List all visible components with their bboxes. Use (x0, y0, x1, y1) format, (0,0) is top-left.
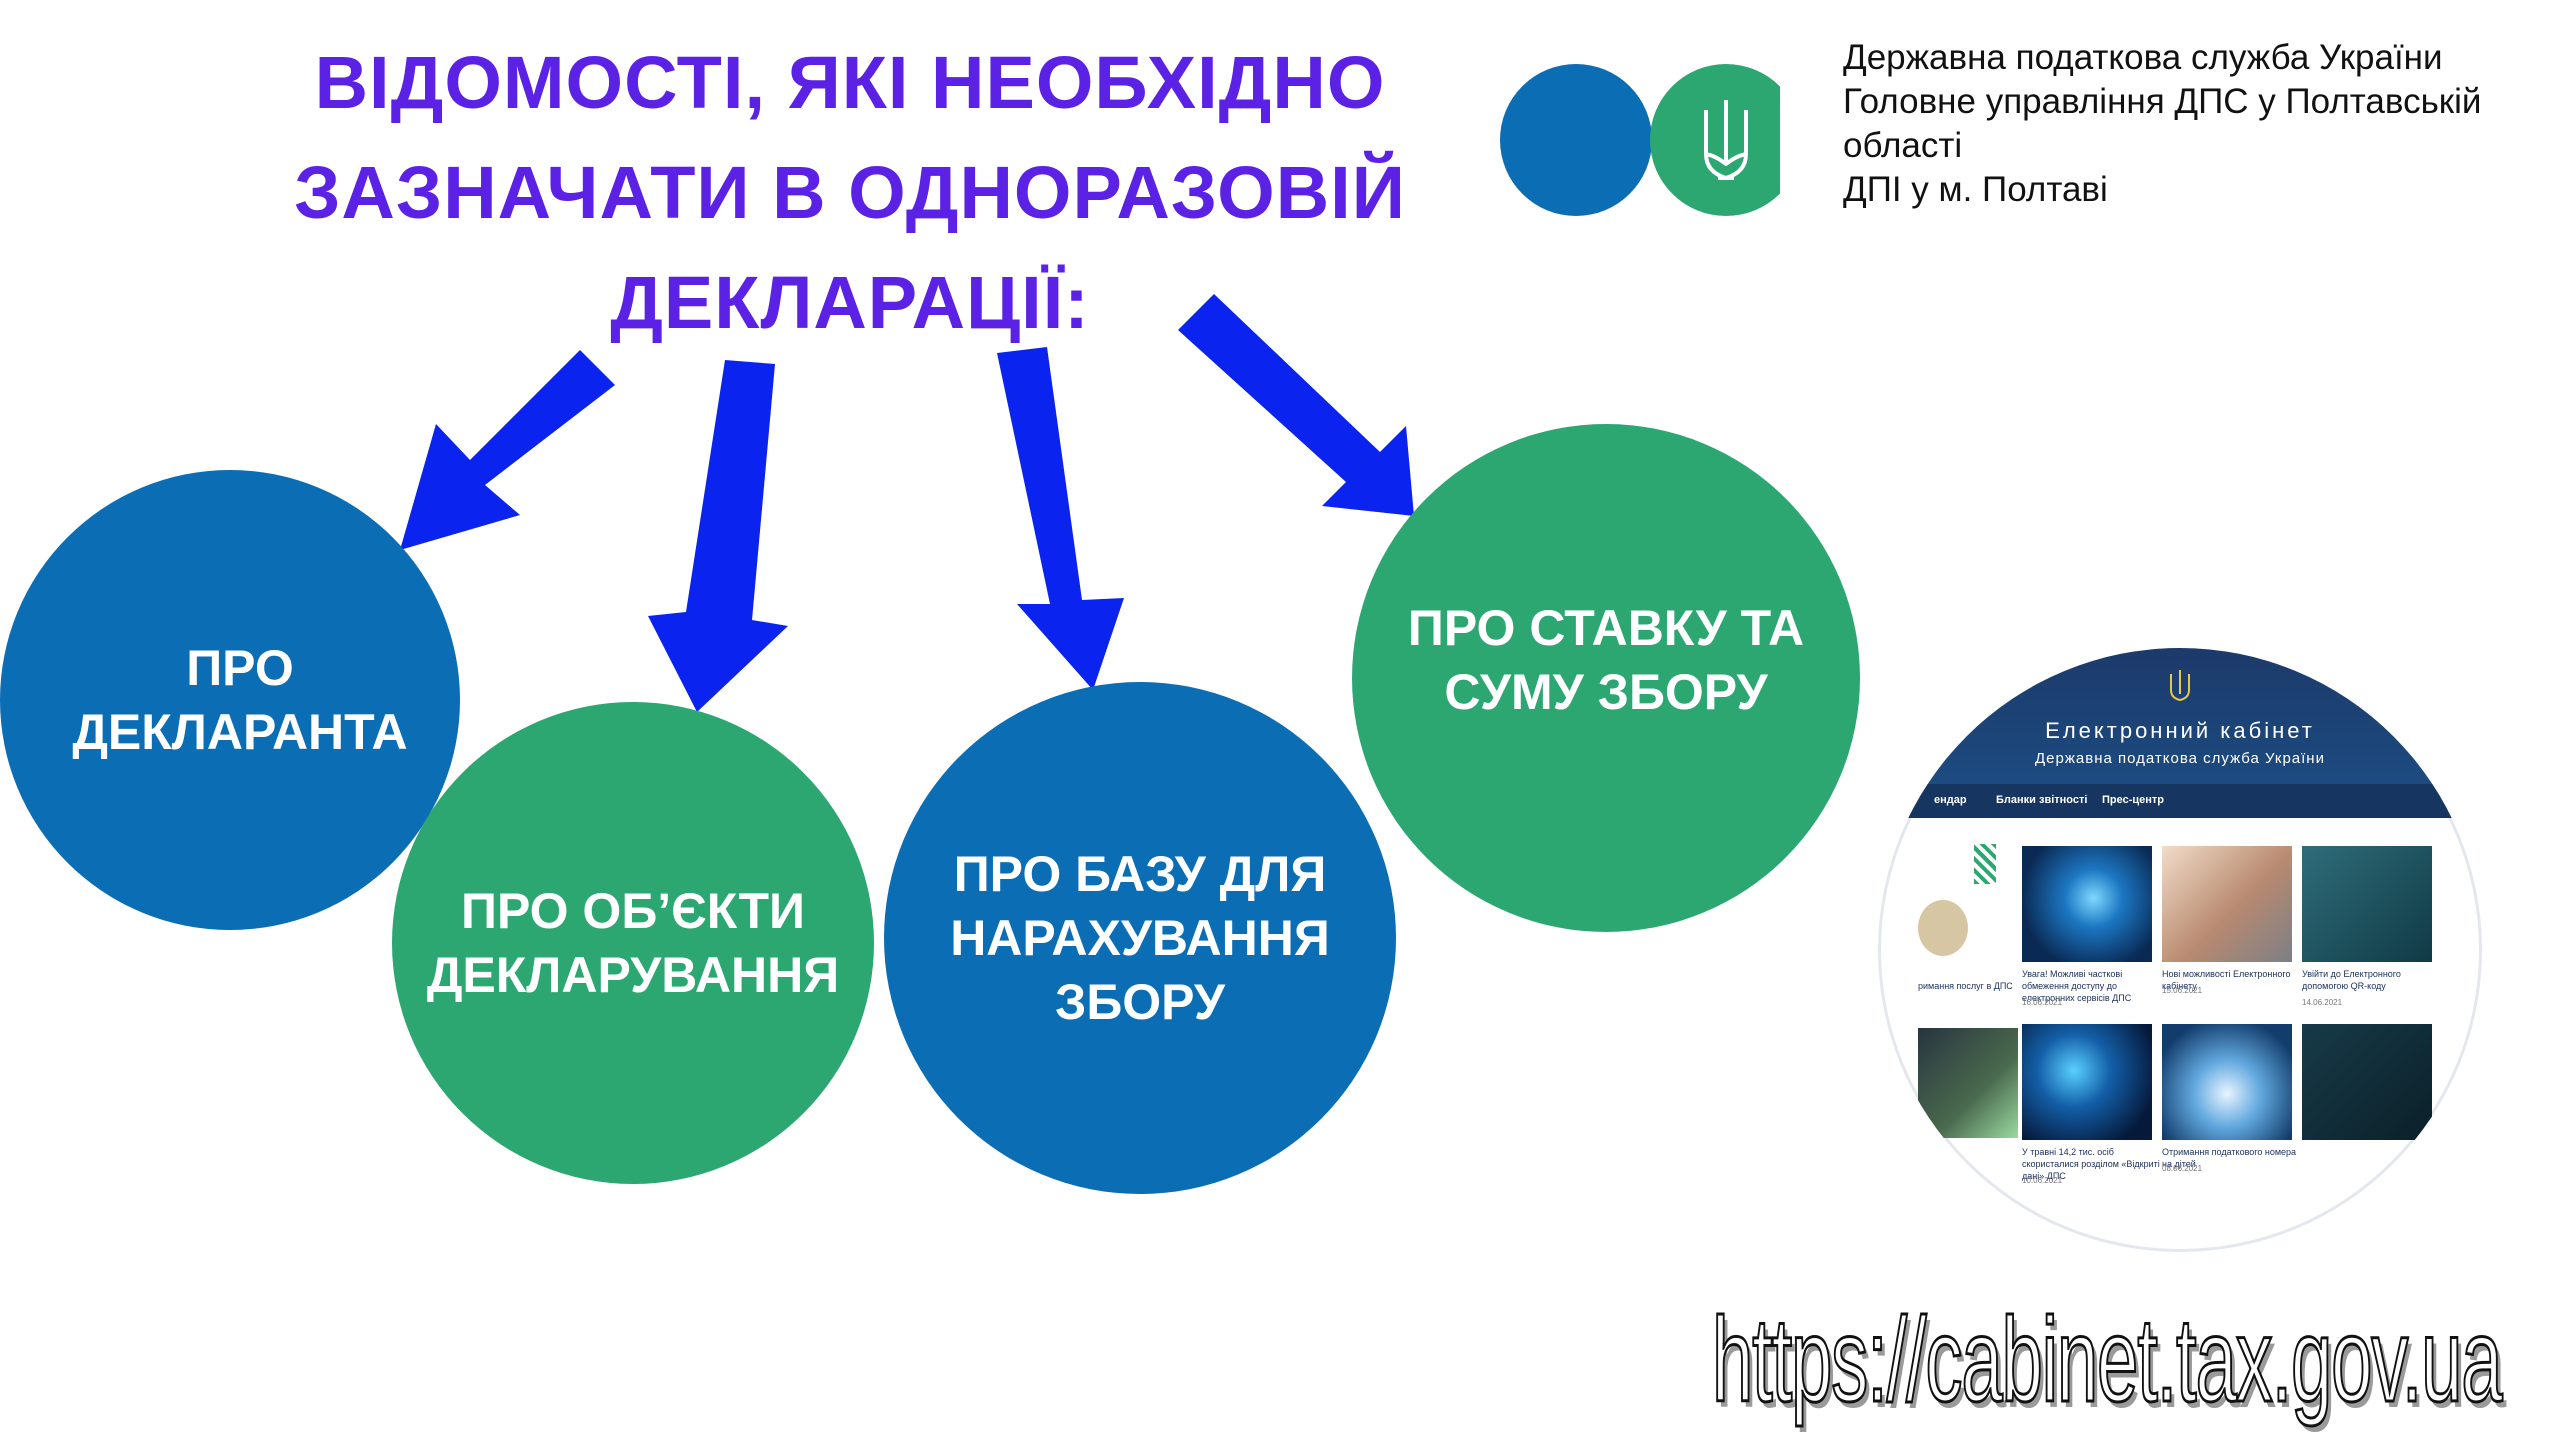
circle-base-line-2: НАРАХУВАННЯ (950, 910, 1330, 966)
org-line-3: області (1843, 126, 1963, 165)
news-date-2: 15.06.2021 (2162, 986, 2203, 995)
circle-rate-text: ПРО СТАВКУ ТА СУМУ ЗБОРУ (1408, 596, 1804, 724)
news-image-4[interactable] (2022, 1024, 2152, 1140)
news-caption-4[interactable]: У травні 14,2 тис. осіб скористалися роз… (2022, 1147, 2160, 1181)
org-line-2: Головне управління ДПС у Полтавській (1843, 82, 2482, 121)
circle-rate-line-2: СУМУ ЗБОРУ (1444, 664, 1768, 720)
org-line-4: ДПІ у м. Полтаві (1843, 170, 2108, 209)
circle-rate-line-1: ПРО СТАВКУ ТА (1407, 600, 1805, 656)
circle-rate: ПРО СТАВКУ ТА СУМУ ЗБОРУ (1352, 424, 1860, 932)
organization-name: Державна податкова служба України Головн… (1843, 36, 2543, 212)
logo-green-circle (1650, 64, 1780, 216)
news-image-1[interactable] (2022, 846, 2152, 962)
trident-icon (1704, 100, 1748, 180)
cabinet-subtitle: Державна податкова служба України (2035, 750, 2325, 767)
circle-declarant-line-2: ДЕКЛАРАНТА (72, 704, 408, 760)
left-card-image (1918, 1028, 2018, 1138)
arrow-to-declarant-icon (400, 350, 615, 550)
dps-logo (1500, 64, 1780, 216)
cabinet-trident-icon (2170, 670, 2190, 702)
arrow-to-objects-icon (648, 360, 788, 712)
title-line-2: ЗАЗНАЧАТИ В ОДНОРАЗОВІЙ (294, 151, 1406, 234)
news-date-3: 14.06.2021 (2302, 998, 2343, 1007)
news-image-3[interactable] (2302, 846, 2432, 962)
org-line-1: Державна податкова служба України (1843, 38, 2443, 77)
news-date-4: 10.06.2021 (2022, 1176, 2063, 1185)
circle-objects: ПРО ОБ’ЄКТИ ДЕКЛАРУВАННЯ (392, 702, 874, 1184)
news-date-5: 08.06.2021 (2162, 1164, 2203, 1173)
page-title: ВІДОМОСТІ, ЯКІ НЕОБХІДНО ЗАЗНАЧАТИ В ОДН… (220, 28, 1480, 358)
left-pattern-image (1974, 844, 1996, 884)
cabinet-nav-item-press[interactable]: Прес-центр (2102, 794, 2165, 806)
title-line-3: ДЕКЛАРАЦІЇ: (610, 261, 1090, 344)
news-image-5[interactable] (2162, 1024, 2292, 1140)
news-date-1: 16.06.2021 (2022, 998, 2063, 1007)
cabinet-url-link[interactable]: https://cabinet.tax.gov.ua (1711, 1292, 2504, 1429)
cabinet-title: Електронний кабінет (2045, 718, 2315, 743)
title-line-1: ВІДОМОСТІ, ЯКІ НЕОБХІДНО (314, 41, 1386, 124)
news-caption-2[interactable]: Нові можливості Електронного кабінету (2162, 969, 2291, 991)
news-caption-5[interactable]: Отримання податкового номера на дітей (2162, 1147, 2297, 1169)
arrow-to-base-icon (997, 347, 1124, 690)
cabinet-nav: ендар Бланки звітності Прес-центр (1878, 784, 2482, 818)
news-caption-3[interactable]: Увійти до Електронного допомогою QR-коду (2302, 969, 2401, 991)
circle-base-line-1: ПРО БАЗУ ДЛЯ (953, 846, 1327, 902)
cabinet-nav-item-calendar[interactable]: ендар (1934, 794, 1967, 806)
circle-objects-line-1: ПРО ОБ’ЄКТИ (461, 883, 805, 939)
circle-declarant: ПРО ДЕКЛАРАНТА (0, 470, 460, 930)
news-image-6[interactable] (2302, 1024, 2432, 1140)
left-caption[interactable]: римання послуг в ДПС (1918, 981, 2013, 991)
circle-base: ПРО БАЗУ ДЛЯ НАРАХУВАННЯ ЗБОРУ (884, 682, 1396, 1194)
logo-blue-circle (1500, 64, 1652, 216)
left-avatar-image (1918, 900, 1968, 956)
cabinet-nav-item-forms[interactable]: Бланки звітності (1996, 794, 2088, 806)
circle-base-line-3: ЗБОРУ (1055, 974, 1225, 1030)
cabinet-header: Електронний кабінет Державна податкова с… (1878, 648, 2482, 818)
circle-declarant-line-1: ПРО (186, 640, 294, 696)
news-image-2[interactable] (2162, 846, 2292, 962)
cabinet-screenshot: Електронний кабінет Державна податкова с… (1878, 648, 2482, 1252)
circle-objects-line-2: ДЕКЛАРУВАННЯ (426, 947, 840, 1003)
news-caption-1[interactable]: Увага! Можливі часткові обмеження доступ… (2022, 969, 2132, 1003)
arrow-to-rate-icon (1178, 294, 1414, 516)
